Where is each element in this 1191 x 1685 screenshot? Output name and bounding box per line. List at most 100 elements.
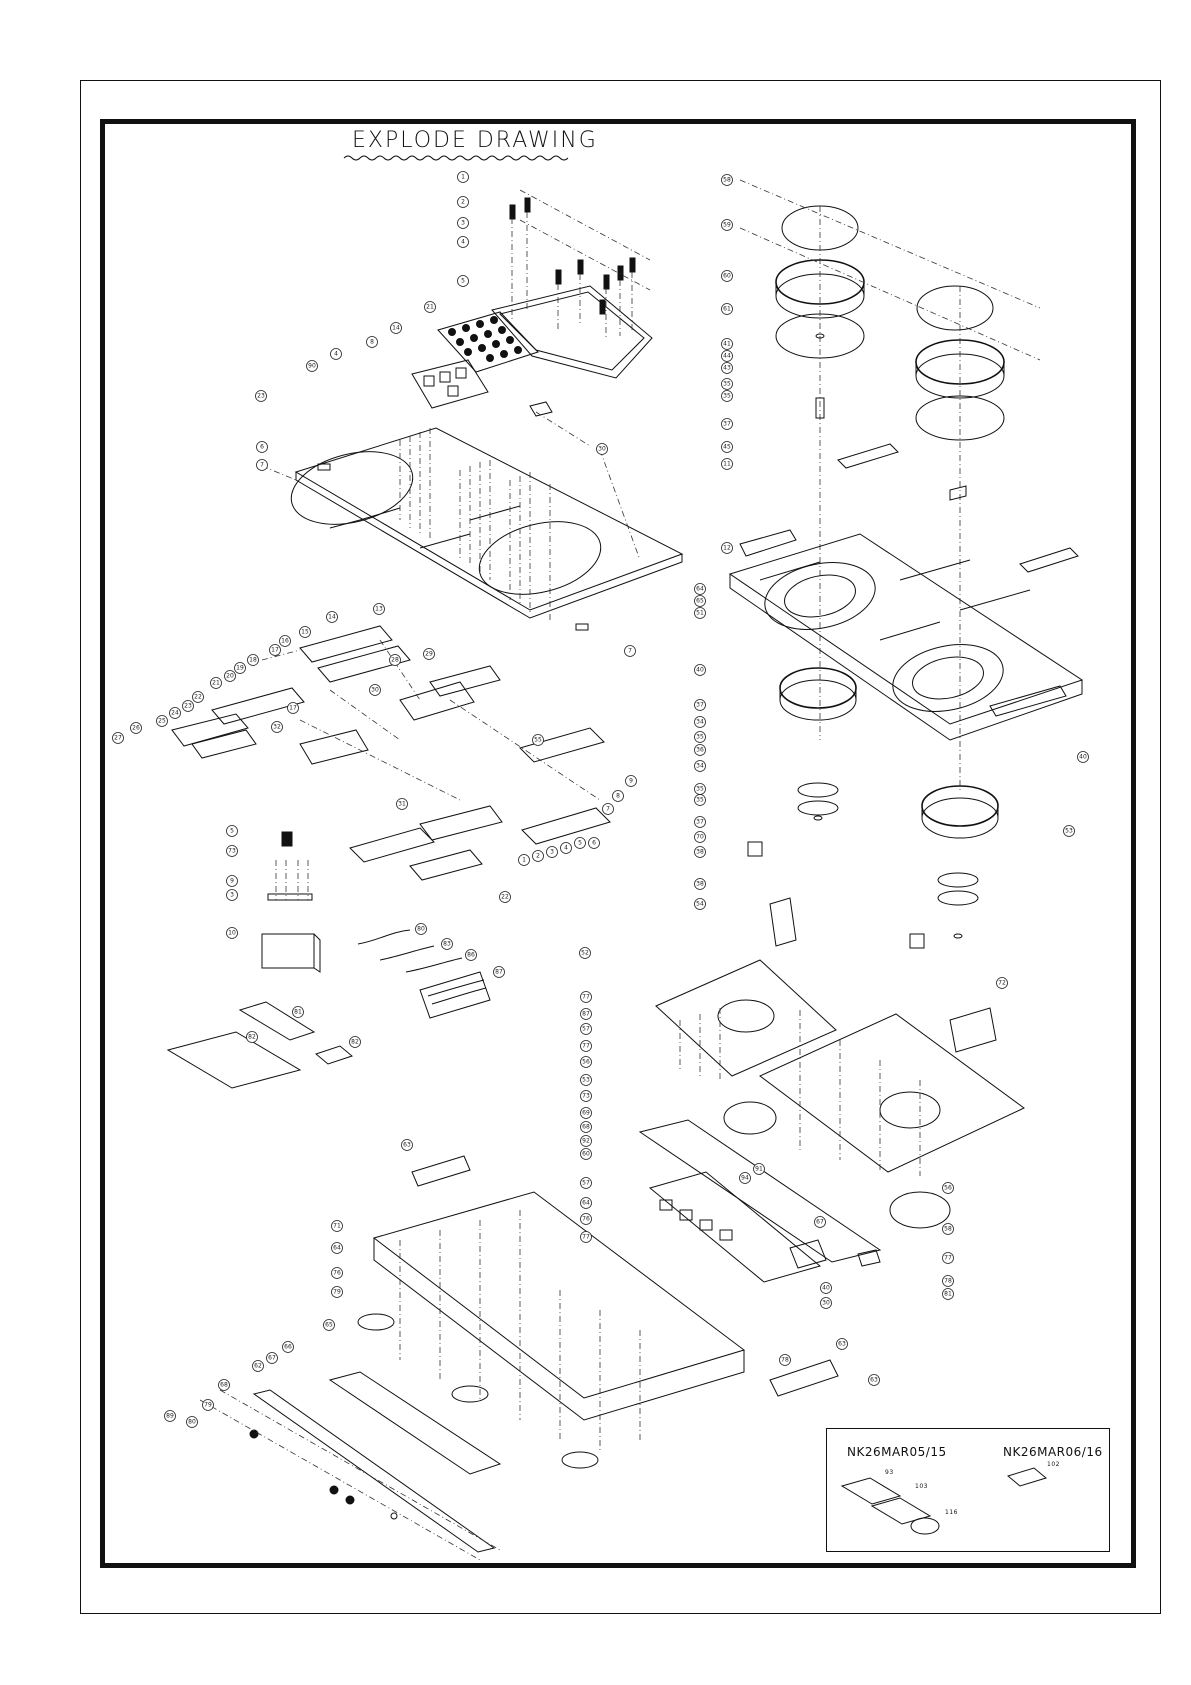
svg-text:10: 10 (228, 930, 236, 937)
svg-text:26: 26 (132, 725, 140, 732)
callout-35: 35 (694, 783, 706, 795)
bottom-chassis (357, 1155, 839, 1469)
svg-text:60: 60 (723, 273, 731, 280)
callout-45: 45 (721, 441, 733, 453)
svg-text:20: 20 (226, 673, 234, 680)
svg-text:66: 66 (284, 1344, 292, 1351)
callout-15: 15 (299, 626, 311, 638)
svg-text:6: 6 (592, 840, 596, 847)
callout-80: 80 (415, 923, 427, 935)
callout-59: 59 (721, 219, 733, 231)
svg-text:29: 29 (425, 651, 433, 658)
svg-text:60: 60 (582, 1151, 590, 1158)
sheet-inner-border (100, 119, 1136, 1568)
svg-text:15: 15 (301, 629, 309, 636)
callout-layer: 1234521148490236730713141516171819202122… (112, 171, 1089, 1428)
button-strip-14 (411, 359, 591, 447)
svg-text:23: 23 (184, 703, 192, 710)
svg-text:19: 19 (236, 665, 244, 672)
callout-56: 56 (580, 1056, 592, 1068)
svg-text:37: 37 (723, 421, 731, 428)
callout-3: 3 (457, 217, 469, 229)
callout-40: 40 (1077, 751, 1089, 763)
svg-text:76: 76 (582, 1216, 590, 1223)
callout-56: 56 (942, 1182, 954, 1194)
callout-38: 38 (694, 878, 706, 890)
front-panel-bottom (199, 1371, 502, 1561)
callout-26: 26 (130, 722, 142, 734)
svg-text:40: 40 (822, 1285, 830, 1292)
svg-text:79: 79 (333, 1289, 341, 1296)
callout-79: 79 (202, 1399, 214, 1411)
svg-text:65: 65 (696, 598, 704, 605)
svg-text:6: 6 (260, 444, 264, 451)
svg-text:63: 63 (403, 1142, 411, 1149)
svg-text:40: 40 (696, 667, 704, 674)
svg-text:35: 35 (696, 786, 704, 793)
svg-text:4: 4 (564, 845, 568, 852)
svg-text:12: 12 (723, 545, 731, 552)
callout-90: 90 (306, 360, 318, 372)
callout-4: 4 (560, 842, 572, 854)
callout-63: 63 (401, 1139, 413, 1151)
svg-text:25: 25 (158, 718, 166, 725)
sheet-outer-border (80, 80, 1161, 1614)
callout-78: 78 (779, 1354, 791, 1366)
callout-51: 51 (694, 607, 706, 619)
svg-text:13: 13 (375, 606, 383, 613)
callout-82: 82 (246, 1031, 258, 1043)
svg-text:7: 7 (260, 462, 264, 469)
svg-text:7: 7 (606, 806, 610, 813)
svg-text:4: 4 (334, 351, 338, 358)
svg-text:36: 36 (696, 747, 704, 754)
svg-text:61: 61 (723, 306, 731, 313)
callout-22: 22 (499, 891, 511, 903)
svg-text:5: 5 (578, 840, 582, 847)
callout-53: 53 (580, 1074, 592, 1086)
svg-text:35: 35 (723, 393, 731, 400)
callout-63: 63 (836, 1338, 848, 1350)
callout-67: 67 (814, 1216, 826, 1228)
callout-3: 3 (546, 846, 558, 858)
callout-73: 73 (226, 845, 238, 857)
svg-text:22: 22 (501, 894, 509, 901)
callout-67: 67 (266, 1352, 278, 1364)
callout-17: 17 (287, 702, 299, 714)
svg-text:1: 1 (461, 174, 465, 181)
callout-2: 2 (532, 850, 544, 862)
callout-92: 92 (580, 1135, 592, 1147)
callout-77: 77 (580, 1040, 592, 1052)
callout-18: 18 (247, 654, 259, 666)
svg-text:57: 57 (582, 1180, 590, 1187)
callout-76: 76 (580, 1213, 592, 1225)
callout-1: 1 (518, 854, 530, 866)
svg-text:69: 69 (582, 1110, 590, 1117)
svg-text:51: 51 (696, 610, 704, 617)
callout-32: 32 (271, 721, 283, 733)
callout-2: 2 (457, 196, 469, 208)
svg-text:34: 34 (696, 763, 704, 770)
callout-9: 9 (226, 875, 238, 887)
callout-35: 35 (721, 378, 733, 390)
svg-text:3: 3 (230, 892, 234, 899)
svg-text:7: 7 (628, 648, 632, 655)
callout-87: 87 (493, 966, 505, 978)
svg-text:2: 2 (536, 853, 540, 860)
svg-text:71: 71 (333, 1223, 341, 1230)
svg-text:79: 79 (204, 1402, 212, 1409)
svg-text:83: 83 (443, 941, 451, 948)
ribbon-cables (357, 929, 491, 1019)
svg-text:77: 77 (944, 1255, 952, 1262)
svg-text:57: 57 (582, 1026, 590, 1033)
svg-text:35: 35 (696, 734, 704, 741)
callout-25: 25 (156, 715, 168, 727)
callout-55: 55 (532, 734, 544, 746)
svg-text:76: 76 (333, 1270, 341, 1277)
callout-35: 35 (721, 390, 733, 402)
svg-text:8: 8 (370, 339, 374, 346)
legend-parts (840, 1467, 1048, 1535)
callout-44: 44 (721, 350, 733, 362)
callout-65: 65 (323, 1319, 335, 1331)
svg-text:35: 35 (723, 381, 731, 388)
